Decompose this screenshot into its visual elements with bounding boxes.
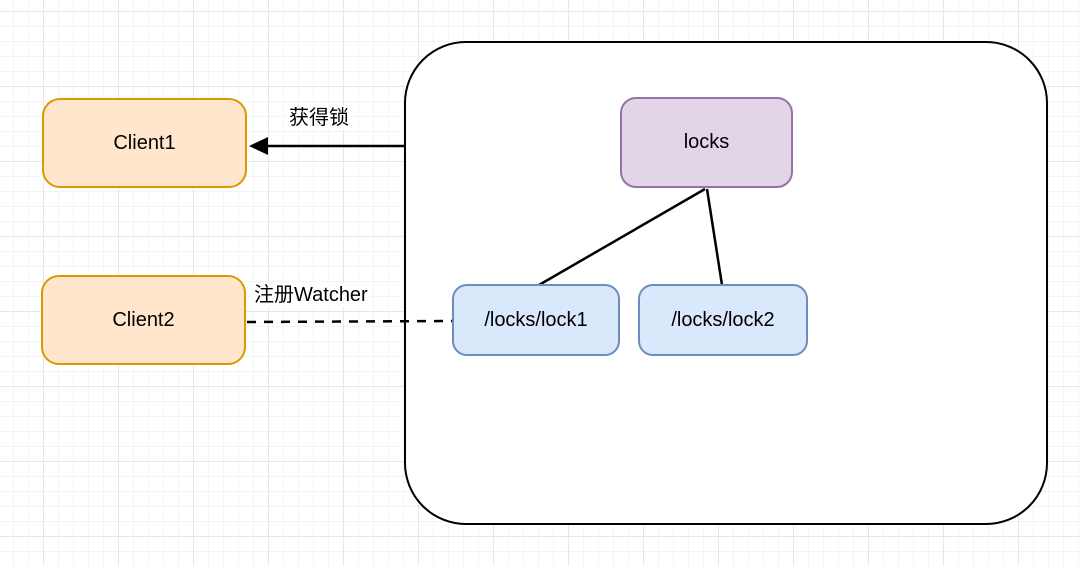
register-watcher-edge-label: 注册Watcher — [252, 283, 370, 307]
tree-edge-locks-to-lock2 — [705, 188, 724, 286]
client2-label: Client2 — [112, 308, 175, 331]
acquire-lock-arrowhead-icon — [249, 137, 268, 155]
tree-edge-locks-to-lock1 — [538, 187, 706, 287]
acquire-lock-edge-label: 获得锁 — [287, 106, 351, 130]
register-watcher-dashed-line — [246, 319, 453, 324]
client1-node: Client1 — [42, 98, 247, 188]
client2-node: Client2 — [41, 275, 246, 365]
lock1-label: /locks/lock1 — [484, 308, 588, 331]
locks-root-label: locks — [683, 131, 730, 153]
client1-label: Client1 — [113, 131, 176, 154]
lock2-label: /locks/lock2 — [671, 308, 775, 331]
locks-root-node: locks — [620, 97, 793, 188]
lock1-node: /locks/lock1 — [452, 284, 620, 356]
lock2-node: /locks/lock2 — [638, 284, 808, 356]
